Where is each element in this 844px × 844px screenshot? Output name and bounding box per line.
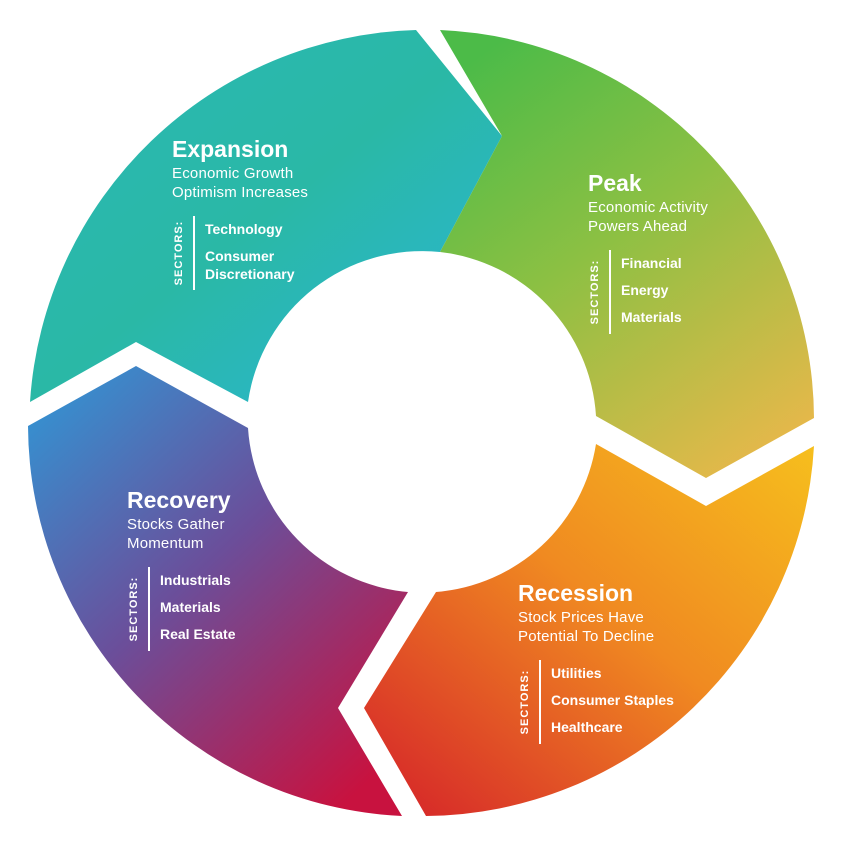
peak-sector-item: Energy bbox=[621, 282, 669, 298]
recession-desc-line-1: Stock Prices Have bbox=[518, 609, 644, 626]
peak-sectors-label: SECTORS: bbox=[589, 259, 601, 325]
recession-sectors: SECTORS: Utilities Consumer Staples Heal… bbox=[518, 660, 674, 744]
recovery-segment bbox=[28, 366, 408, 816]
peak-sectors: SECTORS: Financial Energy Materials bbox=[588, 250, 708, 334]
peak-sector-item: Financial bbox=[621, 255, 682, 271]
recovery-desc-line-2: Momentum bbox=[127, 535, 204, 552]
recovery-sector-item: Real Estate bbox=[160, 626, 236, 642]
recession-phase: Recession Stock Prices Have Potential To… bbox=[518, 580, 674, 744]
expansion-sector-item: Technology bbox=[205, 221, 283, 237]
expansion-desc-line-2: Optimism Increases bbox=[172, 184, 309, 201]
recovery-sector-item: Industrials bbox=[160, 572, 231, 588]
recovery-title: Recovery bbox=[127, 487, 231, 513]
recovery-desc-line-1: Stocks Gather bbox=[127, 516, 225, 533]
recession-segment bbox=[364, 444, 814, 816]
recession-desc-line-2: Potential To Decline bbox=[518, 628, 655, 645]
recovery-sectors-divider bbox=[148, 567, 150, 651]
peak-title: Peak bbox=[588, 170, 642, 196]
recession-sector-item: Healthcare bbox=[551, 719, 623, 735]
expansion-sector-item: Consumer Discretionary bbox=[205, 248, 295, 282]
expansion-sectors-divider bbox=[193, 216, 195, 290]
expansion-title: Expansion bbox=[172, 136, 289, 162]
expansion-sectors: SECTORS: Technology Consumer Discretiona… bbox=[172, 216, 308, 290]
recession-sector-item: Utilities bbox=[551, 665, 602, 681]
recession-sectors-divider bbox=[539, 660, 541, 744]
recovery-phase: Recovery Stocks Gather Momentum SECTORS:… bbox=[127, 487, 235, 651]
recession-sector-item: Consumer Staples bbox=[551, 692, 674, 708]
expansion-sectors-label: SECTORS: bbox=[173, 220, 185, 286]
peak-sector-item: Materials bbox=[621, 309, 682, 325]
recovery-sectors: SECTORS: Industrials Materials Real Esta… bbox=[127, 567, 235, 651]
expansion-phase: Expansion Economic Growth Optimism Incre… bbox=[172, 136, 308, 290]
peak-sectors-divider bbox=[609, 250, 611, 334]
recovery-sector-item: Materials bbox=[160, 599, 221, 615]
expansion-desc-line-1: Economic Growth bbox=[172, 165, 294, 182]
peak-desc-line-1: Economic Activity bbox=[588, 199, 709, 216]
peak-desc-line-2: Powers Ahead bbox=[588, 218, 688, 235]
peak-segment bbox=[440, 30, 814, 478]
expansion-segment bbox=[30, 30, 502, 402]
peak-phase: Peak Economic Activity Powers Ahead SECT… bbox=[588, 170, 708, 334]
recovery-sectors-label: SECTORS: bbox=[128, 576, 140, 642]
recession-title: Recession bbox=[518, 580, 634, 606]
recession-sectors-label: SECTORS: bbox=[519, 669, 531, 735]
